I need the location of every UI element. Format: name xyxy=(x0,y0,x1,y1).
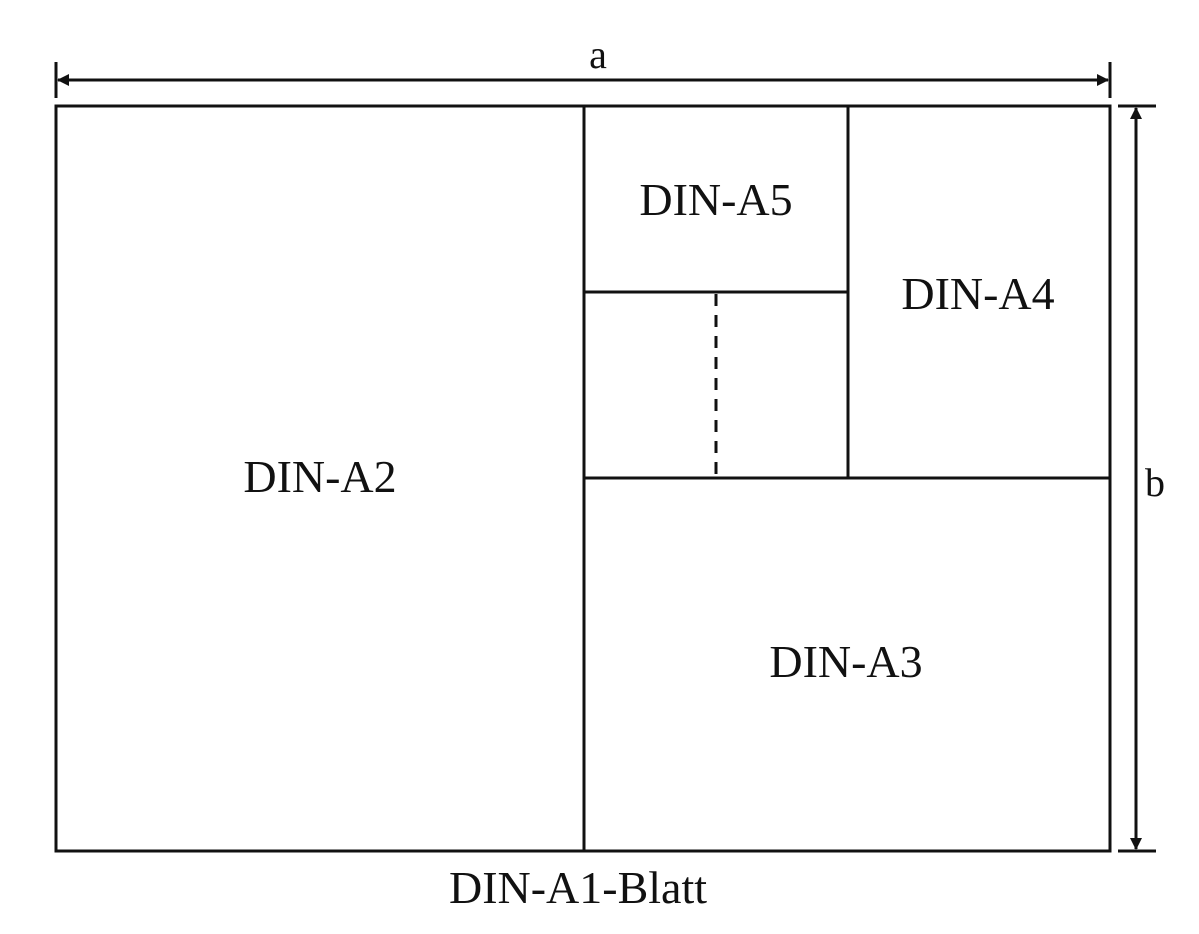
height-label: b xyxy=(1145,460,1165,505)
a3-label: DIN-A3 xyxy=(769,636,922,687)
height-dimension: b xyxy=(1118,104,1174,853)
a4-label: DIN-A4 xyxy=(901,268,1054,319)
width-dimension: a xyxy=(54,32,1112,98)
width-label: a xyxy=(589,32,607,77)
height-label-backdrop xyxy=(1140,462,1174,506)
a2-label: DIN-A2 xyxy=(243,451,396,502)
sheet-caption: DIN-A1-Blatt xyxy=(449,862,707,913)
a5-label: DIN-A5 xyxy=(639,174,792,225)
